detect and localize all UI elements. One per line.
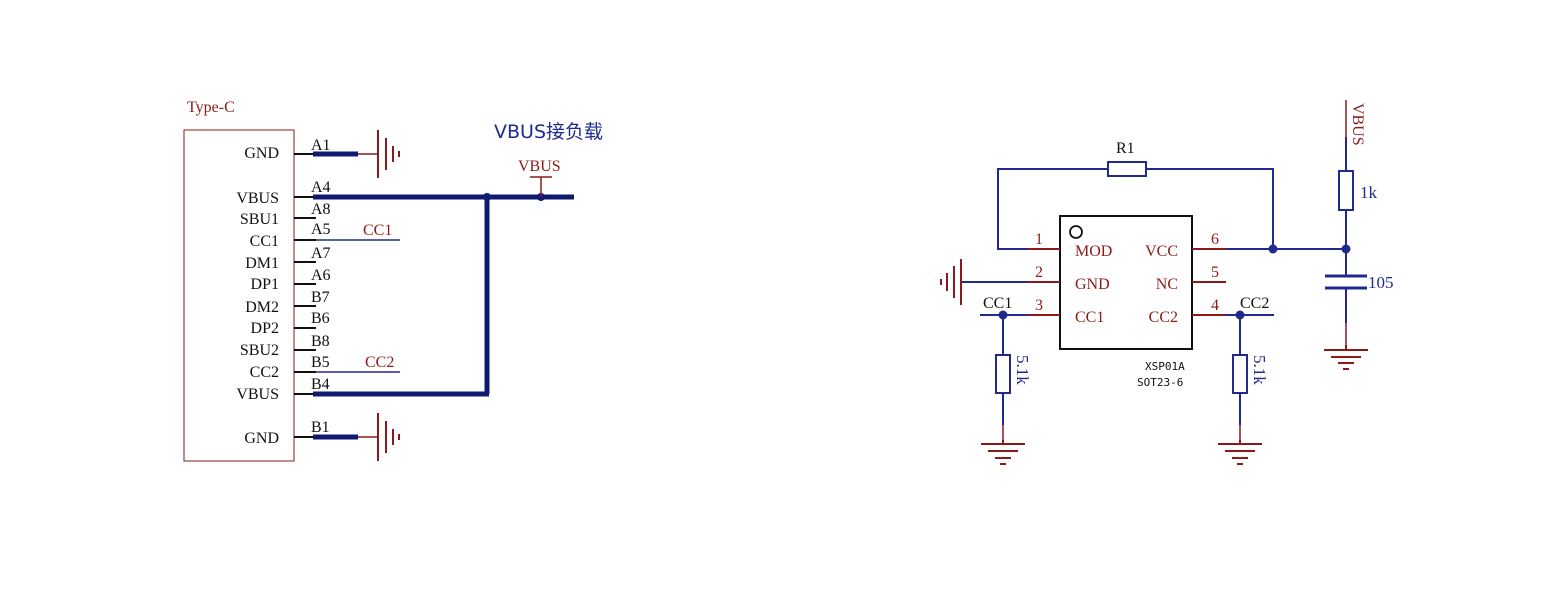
chip-part-label: XSP01A bbox=[1145, 360, 1185, 373]
pin-number: 3 bbox=[1035, 297, 1043, 314]
capacitor bbox=[1325, 274, 1367, 290]
resistor-cc2 bbox=[1232, 354, 1248, 394]
chip-pin-numbers: 1 2 3 6 5 4 bbox=[1035, 231, 1219, 314]
r1-label: R1 bbox=[1116, 140, 1135, 157]
connector-body bbox=[183, 129, 295, 462]
chip-package-label: SOT23-6 bbox=[1137, 376, 1183, 389]
pin-number: A7 bbox=[311, 245, 331, 262]
pin-number: B4 bbox=[311, 376, 330, 393]
vbus-load-annotation: VBUS接负载 bbox=[494, 121, 603, 143]
vbus-bus-wire bbox=[313, 194, 574, 397]
pin1-marker bbox=[1069, 225, 1083, 239]
pin-number: 5 bbox=[1211, 264, 1219, 281]
pin-name: CC1 bbox=[250, 233, 279, 250]
pin-name: DM2 bbox=[245, 299, 279, 316]
pin-number: 2 bbox=[1035, 264, 1043, 281]
cc1-net-label: CC1 bbox=[363, 222, 392, 239]
pin-number: A4 bbox=[311, 179, 331, 196]
r-1k-label: 1k bbox=[1360, 183, 1378, 202]
pin-name: GND bbox=[244, 145, 279, 162]
earth-ground-icon bbox=[940, 259, 962, 305]
pin-number: A6 bbox=[311, 267, 331, 284]
r-cc2-label: 5.1k bbox=[1250, 355, 1269, 385]
ground-icon bbox=[1218, 440, 1262, 465]
ground-icon bbox=[1324, 345, 1368, 370]
pin-number: 4 bbox=[1211, 297, 1219, 314]
pin-name: DP2 bbox=[251, 320, 279, 337]
junction-dot bbox=[483, 193, 491, 201]
pin-number: B1 bbox=[311, 419, 330, 436]
resistor-r1 bbox=[1107, 161, 1147, 177]
cap-label: 105 bbox=[1368, 273, 1394, 292]
pin-name: VBUS bbox=[236, 386, 279, 403]
vbus-port-label: VBUS bbox=[518, 158, 561, 175]
junction-dot bbox=[1235, 310, 1245, 320]
connector-pin-stubs bbox=[294, 153, 316, 438]
cc2-net-label: CC2 bbox=[365, 354, 394, 371]
typec-connector: Type-C GND VBUS SBU1 CC1 DM1 DP1 DM2 DP2… bbox=[183, 99, 603, 462]
pin-number: A8 bbox=[311, 201, 331, 218]
pin-name: SBU2 bbox=[240, 342, 279, 359]
resistor-1k bbox=[1338, 170, 1354, 211]
pin-number: B7 bbox=[311, 289, 330, 306]
resistor-cc1 bbox=[995, 354, 1011, 394]
chip-right-pins bbox=[1192, 248, 1226, 316]
junction-dot bbox=[998, 310, 1008, 320]
pin-name: CC2 bbox=[1149, 309, 1178, 326]
pin-number: B8 bbox=[311, 333, 330, 350]
xsp01a-circuit: 1 2 3 6 5 4 MOD GND CC1 VCC NC CC2 XSP01… bbox=[940, 100, 1394, 465]
footer-fragment: ·一·一· bbox=[0, 597, 53, 605]
pin-number: B5 bbox=[311, 354, 330, 371]
pin-name: GND bbox=[244, 430, 279, 447]
pin-name: CC1 bbox=[1075, 309, 1104, 326]
pin-name: CC2 bbox=[250, 364, 279, 381]
pin-number: B6 bbox=[311, 310, 330, 327]
r-cc1-label: 5.1k bbox=[1013, 355, 1032, 385]
vbus-port-label: VBUS bbox=[1349, 103, 1366, 146]
chip-pin-names: MOD GND CC1 VCC NC CC2 bbox=[1075, 243, 1178, 326]
pin-name: SBU1 bbox=[240, 211, 279, 228]
ground-icon bbox=[981, 440, 1025, 465]
pin-number: 1 bbox=[1035, 231, 1043, 248]
earth-ground-icon bbox=[377, 413, 400, 461]
pin-name: VCC bbox=[1145, 243, 1178, 260]
pin-name: NC bbox=[1156, 276, 1178, 293]
connector-pin-names: GND VBUS SBU1 CC1 DM1 DP1 DM2 DP2 SBU2 C… bbox=[236, 145, 279, 447]
pin-name: DP1 bbox=[251, 276, 279, 293]
pin-name: MOD bbox=[1075, 243, 1112, 260]
pin-name: DM1 bbox=[245, 255, 279, 272]
pin-number: 6 bbox=[1211, 231, 1219, 248]
chip-left-pins bbox=[1027, 248, 1060, 316]
earth-ground-icon bbox=[377, 130, 400, 178]
junction-dots bbox=[998, 244, 1351, 320]
junction-dot bbox=[1268, 244, 1278, 254]
cc2-net-label: CC2 bbox=[1240, 295, 1269, 312]
junction-dot bbox=[1341, 244, 1351, 254]
connector-pin-numbers: A1 A4 A8 A5 A7 A6 B7 B6 B8 B5 B4 B1 bbox=[311, 137, 331, 436]
pin-number: A5 bbox=[311, 221, 331, 238]
pin-name: GND bbox=[1075, 276, 1110, 293]
pin-name: VBUS bbox=[236, 190, 279, 207]
pin-number: A1 bbox=[311, 137, 331, 154]
cc1-net-label: CC1 bbox=[983, 295, 1012, 312]
connector-title: Type-C bbox=[187, 99, 235, 116]
vbus-port-marker bbox=[530, 176, 552, 197]
